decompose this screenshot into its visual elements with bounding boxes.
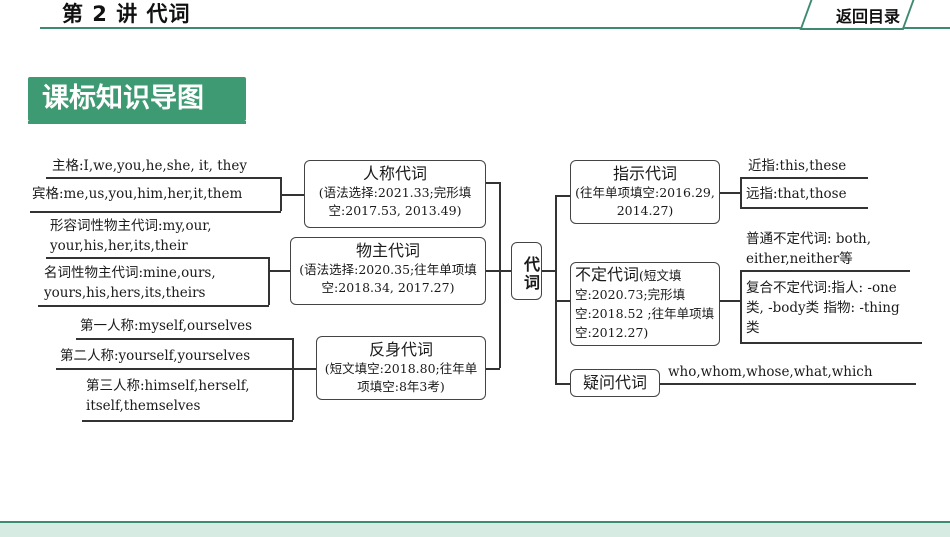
connector bbox=[280, 194, 304, 196]
center-pronoun-box: 代词 bbox=[511, 242, 542, 300]
connector bbox=[555, 195, 570, 197]
indefinite-pronoun-box: 不定代词(短文填空:2020.73;完形填空:2018.52 ;往年单项填空:2… bbox=[570, 262, 720, 346]
personal-pronoun-note: (语法选择:2021.33;完形填空:2017.53, 2013.49) bbox=[318, 185, 472, 218]
demonstrative-pronoun-note: (往年单项填空:2016.29, 2014.27) bbox=[575, 185, 715, 218]
first-person-text: 第一人称:myself,ourselves bbox=[80, 318, 253, 334]
connector bbox=[740, 270, 910, 272]
connector bbox=[542, 270, 556, 272]
connector bbox=[555, 300, 570, 302]
simple-indefinite-text: 普通不定代词: both, either,neither等 bbox=[746, 231, 872, 267]
second-person-text: 第二人称:yourself,yourselves bbox=[60, 348, 251, 364]
connector bbox=[292, 338, 294, 420]
connector bbox=[720, 192, 741, 194]
connector bbox=[38, 305, 269, 307]
compound-indefinite-text: 复合不定代词:指人: -one类, -body类 指物: -thing类 bbox=[746, 280, 900, 336]
connector bbox=[485, 270, 511, 272]
reflexive-pronoun-box: 反身代词 (短文填空:2018.80;往年单项填空:8年3考) bbox=[316, 336, 486, 400]
connector bbox=[485, 182, 500, 184]
interrogative-pronoun-title: 疑问代词 bbox=[582, 373, 647, 392]
third-person-text: 第三人称:himself,herself, itself,themselves bbox=[86, 378, 250, 414]
connector bbox=[82, 420, 293, 422]
object-case-text: 宾格:me,us,you,him,her,it,them bbox=[32, 186, 243, 202]
connector bbox=[30, 211, 281, 213]
interrogative-words-text: who,whom,whose,what,which bbox=[668, 364, 873, 380]
demonstrative-pronoun-box: 指示代词 (往年单项填空:2016.29, 2014.27) bbox=[570, 160, 720, 224]
connector bbox=[740, 270, 742, 342]
noun-possessive-text: 名词性物主代词:mine,ours, yours,his,hers,its,th… bbox=[44, 265, 216, 301]
demonstrative-pronoun-title: 指示代词 bbox=[612, 164, 677, 183]
connector bbox=[268, 257, 270, 305]
personal-pronoun-box: 人称代词 (语法选择:2021.33;完形填空:2017.53, 2013.49… bbox=[304, 160, 486, 228]
possessive-pronoun-note: (语法选择:2020.35;往年单项填空:2018.34, 2017.27) bbox=[299, 262, 477, 295]
indefinite-pronoun-note: (短文填空:2020.73;完形填空:2018.52 ;往年单项填空:2012.… bbox=[575, 268, 715, 340]
connector bbox=[292, 368, 316, 370]
connector bbox=[660, 383, 916, 385]
subject-case-text: 主格:I,we,you,he,she, it, they bbox=[52, 158, 247, 174]
connector bbox=[56, 368, 293, 370]
connector bbox=[740, 342, 922, 344]
reflexive-pronoun-title: 反身代词 bbox=[368, 340, 433, 359]
near-demonstrative-text: 近指:this,these bbox=[748, 158, 847, 174]
bottom-bar bbox=[0, 521, 950, 537]
center-label: 代词 bbox=[521, 256, 540, 292]
connector bbox=[720, 300, 741, 302]
return-button[interactable]: 返回目录 bbox=[836, 7, 901, 26]
connector bbox=[555, 195, 557, 383]
connector bbox=[46, 257, 269, 259]
interrogative-pronoun-box: 疑问代词 bbox=[570, 369, 660, 397]
section-title: 课标知识导图 bbox=[28, 77, 246, 121]
top-divider bbox=[40, 27, 950, 29]
connector bbox=[485, 368, 500, 370]
connector bbox=[740, 177, 868, 179]
section-underline bbox=[28, 121, 246, 124]
possessive-pronoun-box: 物主代词 (语法选择:2020.35;往年单项填空:2018.34, 2017.… bbox=[290, 237, 486, 305]
connector bbox=[499, 182, 501, 368]
possessive-pronoun-title: 物主代词 bbox=[355, 241, 420, 260]
connector bbox=[76, 338, 293, 340]
connector bbox=[555, 383, 570, 385]
far-demonstrative-text: 远指:that,those bbox=[746, 186, 847, 202]
indefinite-pronoun-title: 不定代词 bbox=[575, 265, 640, 284]
connector bbox=[740, 207, 868, 209]
adj-possessive-text: 形容词性物主代词:my,our, your,his,her,its,their bbox=[50, 218, 212, 254]
personal-pronoun-title: 人称代词 bbox=[362, 164, 427, 183]
top-bar: 第 2 讲 代词 返回目录 bbox=[0, 0, 950, 30]
connector bbox=[46, 177, 281, 179]
reflexive-pronoun-note: (短文填空:2018.80;往年单项填空:8年3考) bbox=[324, 361, 478, 394]
connector bbox=[268, 270, 290, 272]
page-title: 第 2 讲 代词 bbox=[62, 2, 191, 26]
